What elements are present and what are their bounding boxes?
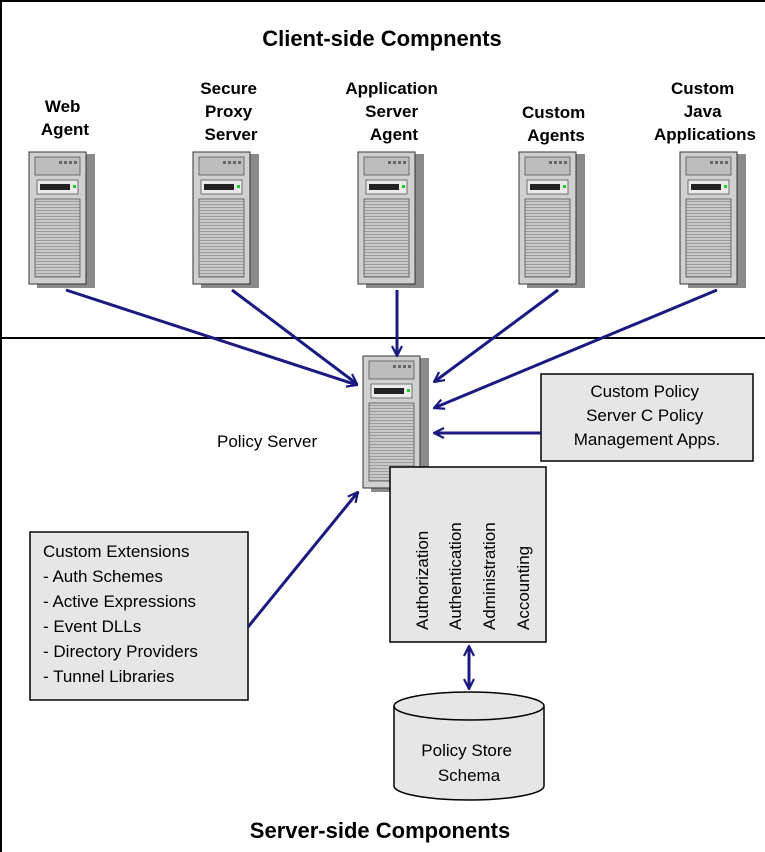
client-side-title: Client-side Compnents [262, 26, 502, 51]
client-label-web-agent: Web Agent [41, 97, 90, 139]
arrow-web-agent-to-policy-server [65, 288, 357, 385]
service-accounting: Accounting [514, 546, 533, 630]
server-icon-custom-agents [518, 151, 586, 289]
custom-extensions-box [29, 531, 249, 701]
arrow-secure-proxy-to-policy-server [231, 288, 357, 384]
server-icon-custom-java-apps [679, 151, 747, 289]
service-authentication: Authentication [446, 522, 465, 630]
custom-policy-management-box [540, 373, 754, 462]
custom-extensions-text: Custom Extensions - Auth Schemes - Activ… [43, 542, 203, 686]
server-side-title: Server-side Components [250, 818, 510, 843]
policy-services-box [389, 466, 547, 643]
server-icon-secure-proxy [192, 151, 260, 289]
server-icon-web-agent [28, 151, 96, 289]
policy-server-label: Policy Server [217, 432, 317, 451]
service-authorization: Authorization [413, 531, 432, 630]
client-label-custom-java-apps: Custom Java Applications [654, 79, 756, 144]
arrow-custom-java-apps-to-policy-server [434, 288, 718, 408]
arrow-custom-extensions-to-policy-server [246, 492, 358, 628]
service-administration: Administration [480, 522, 499, 630]
server-icon-app-server-agent [357, 151, 425, 289]
custom-policy-box-text: Custom Policy Server C Policy Management… [574, 382, 720, 449]
client-label-app-server-agent: Application Server Agent [345, 79, 442, 144]
client-label-secure-proxy: Secure Proxy Server [200, 79, 261, 144]
arrow-custom-agents-to-policy-server [434, 288, 559, 382]
client-label-custom-agents: Custom Agents [522, 103, 590, 145]
policy-store-label: Policy Store Schema [421, 741, 516, 785]
policy-store-cylinder-icon [393, 691, 545, 801]
